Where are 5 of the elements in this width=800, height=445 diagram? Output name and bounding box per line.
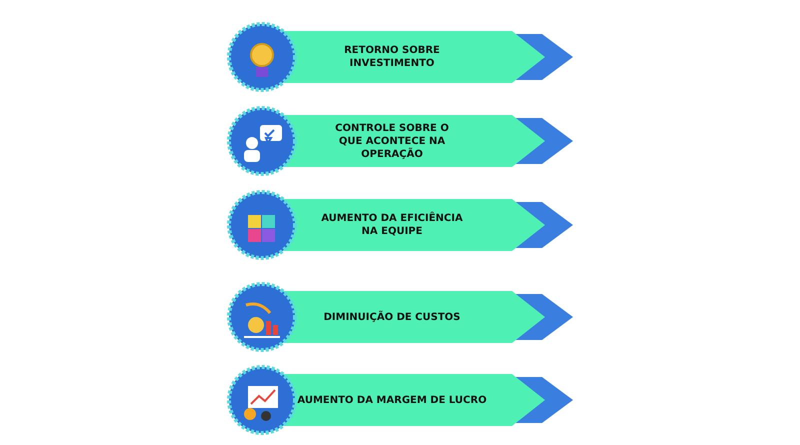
banner-text: CONTROLE SOBRE O QUE ACONTECE NA OPERAÇÃO: [334, 122, 450, 160]
banner-text: AUMENTO DA MARGEM DE LUCRO: [297, 394, 487, 406]
banner-text: DIMINUIÇÃO DE CUSTOS: [324, 310, 460, 324]
banner-text: RETORNO SOBRE INVESTIMENTO: [343, 44, 441, 70]
banner-text: AUMENTO DA EFICIÊNCIA NA EQUIPE: [320, 212, 464, 238]
